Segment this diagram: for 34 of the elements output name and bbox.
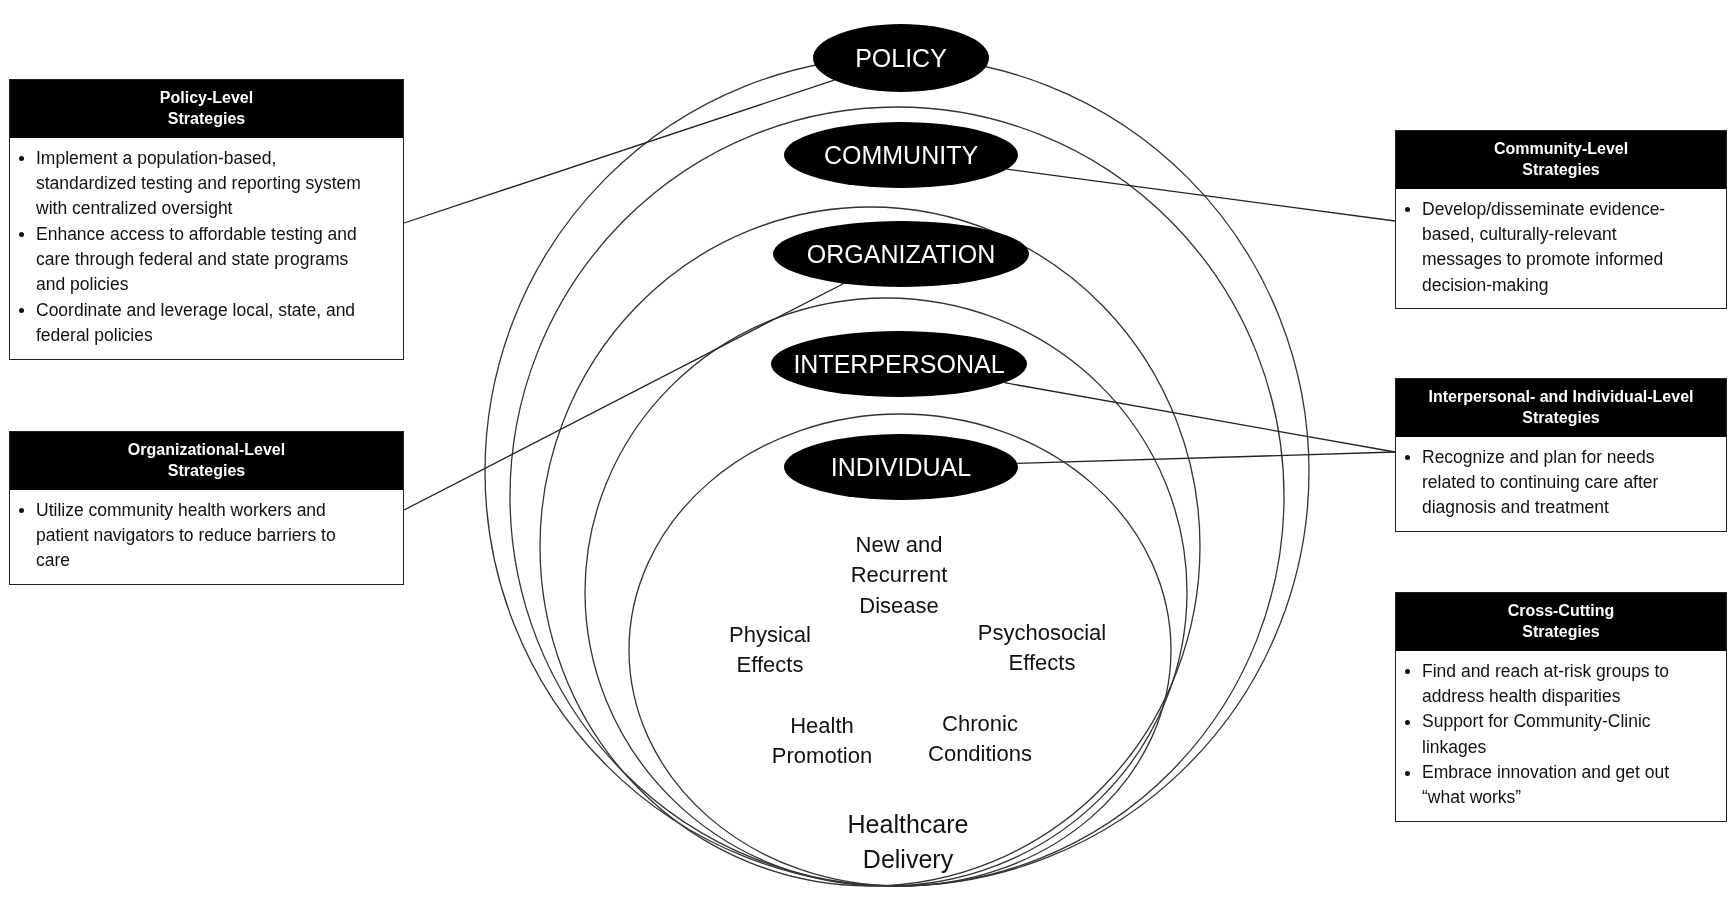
leader-line (403, 282, 845, 511)
bullet-item: Recognize and plan for needs related to continuing care after diagnosis and treatment (1422, 446, 1659, 518)
level-ellipse: INTERPERSONAL (771, 331, 1027, 397)
strategy-box (1395, 592, 1727, 822)
bullet-item: Utilize community health workers and patient navigators to reduce barriers to care (36, 499, 336, 571)
box-heading: Interpersonal- and Individual-Level Strategies (1396, 379, 1726, 437)
box-heading: Organizational-Level Strategies (10, 432, 403, 490)
strategy-box (9, 79, 404, 360)
box-heading: Cross-Cutting Strategies (1396, 593, 1726, 651)
level-ellipse: ORGANIZATION (773, 221, 1029, 287)
leader-line (1006, 168, 1396, 222)
bullet-item: Support for Community-Clinic linkages (1422, 711, 1651, 757)
leader-line (1016, 451, 1396, 465)
strategy-box (9, 431, 404, 585)
level-ellipse: INDIVIDUAL (784, 434, 1018, 500)
effect-label: New and Recurrent Disease (849, 531, 949, 621)
effect-label: Psychosocial Effects (976, 618, 1108, 677)
leader-line (403, 79, 835, 224)
level-ellipse: COMMUNITY (784, 122, 1018, 188)
effect-label: Healthcare Delivery (846, 808, 970, 875)
bullet-item: Enhance access to affordable testing and care through federal and state programs and policies (36, 223, 357, 295)
effect-label: Physical Effects (728, 620, 812, 679)
bullet-item: Implement a population-based, standardized testing and reporting system with centralized oversight (36, 147, 361, 219)
box-heading: Policy-Level Strategies (10, 80, 403, 138)
level-ellipse: POLICY (813, 24, 989, 92)
effect-label: Chronic Conditions (927, 709, 1033, 768)
bullet-item: Develop/disseminate evidence-based, culturally-relevant messages to promote informed decision-making (1422, 198, 1666, 295)
box-heading: Community-Level Strategies (1396, 131, 1726, 189)
effect-label: Health Promotion (770, 711, 874, 770)
strategy-box (1395, 130, 1727, 310)
bullet-item: Find and reach at-risk groups to address health disparities (1422, 660, 1670, 706)
bullet-item: Coordinate and leverage local, state, and federal policies (36, 299, 356, 346)
bullet-item: Embrace innovation and get out “what works” (1422, 762, 1670, 808)
strategy-box (1395, 378, 1727, 532)
